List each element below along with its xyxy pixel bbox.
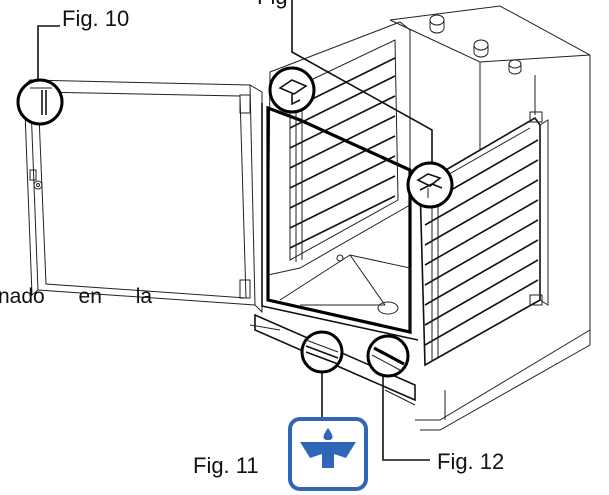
oven-cabinet <box>389 5 591 431</box>
side-rack <box>419 111 549 367</box>
spray-nozzle-icon <box>288 417 368 491</box>
callout-circle-top-latch <box>268 66 316 114</box>
leader-lines <box>37 0 433 461</box>
figure-label-fig10: Fig. 10 <box>62 6 130 31</box>
figure-label-top-partial: Fig <box>257 0 288 8</box>
callout-circle-rack-latch <box>406 161 454 209</box>
oven-cavity <box>249 21 419 406</box>
callout-circle-fig11 <box>300 330 344 374</box>
left-rack-rails <box>289 57 396 262</box>
callout-circle-fig12 <box>366 334 410 378</box>
callout-circle-fig10 <box>16 78 64 126</box>
figure-label-fig12: Fig. 12 <box>437 449 505 474</box>
body-text-fragment: nado en la <box>0 285 153 308</box>
figure-label-fig11: Fig. 11 <box>193 453 259 478</box>
